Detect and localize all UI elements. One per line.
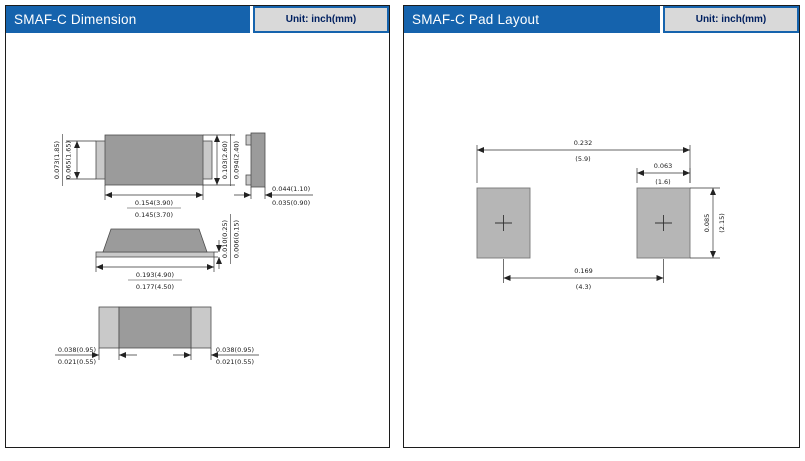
dim-label-overall-width-inch: 0.232 <box>574 139 593 147</box>
dim-label-standoff-min: 0.006(0.15) <box>233 220 241 258</box>
pad-layout-panel-header: SMAF-C Pad Layout Unit: inch(mm) <box>404 6 799 33</box>
dim-label-terminal-left-min: 0.021(0.55) <box>58 358 96 366</box>
right-pad <box>636 187 691 259</box>
dim-pad-width: 0.063 (1.6) <box>636 162 691 186</box>
dimension-panel-header: SMAF-C Dimension Unit: inch(mm) <box>6 6 389 33</box>
dim-terminal-right: 0.038(0.95) 0.021(0.55) <box>173 346 259 366</box>
dim-overall-width: 0.232 (5.9) <box>476 139 691 183</box>
dim-label-pitch-mm: (4.3) <box>576 283 591 291</box>
dim-overall-width: 0.193(4.90) 0.177(4.50) <box>95 257 215 291</box>
dim-label-pad-width-mm: (1.6) <box>655 178 670 186</box>
dim-terminal-left: 0.038(0.95) 0.021(0.55) <box>55 346 137 366</box>
dim-label-body-width-max: 0.154(3.90) <box>135 199 173 207</box>
dim-standoff: 0.010(0.25) 0.006(0.15) <box>214 214 241 269</box>
pad-layout-drawing: 0.232 (5.9) 0.063 (1.6) 0 <box>476 139 726 291</box>
dim-label-thickness-min: 0.035(0.90) <box>272 199 310 207</box>
bottom-view <box>98 306 212 349</box>
pad-layout-panel-body: 0.232 (5.9) 0.063 (1.6) 0 <box>404 33 799 447</box>
dim-label-pad-width-inch: 0.063 <box>654 162 673 170</box>
top-view <box>95 134 213 186</box>
dim-label-terminal-height-min: 0.065(1.65) <box>65 141 73 179</box>
dim-label-pad-height-mm: (2.15) <box>718 213 726 233</box>
pad-layout-panel: SMAF-C Pad Layout Unit: inch(mm) <box>403 5 800 448</box>
dim-label-body-height-max: 0.103(2.60) <box>221 141 229 179</box>
dim-body-height: 0.103(2.60) 0.094(2.40) <box>203 134 241 186</box>
side-view <box>245 132 266 188</box>
dim-label-terminal-left-max: 0.038(0.95) <box>58 346 96 354</box>
dim-label-overall-width-min: 0.177(4.50) <box>136 283 174 291</box>
dim-label-overall-width-mm: (5.9) <box>575 155 590 163</box>
dim-label-body-height-min: 0.094(2.40) <box>233 141 241 179</box>
dimension-panel: SMAF-C Dimension Unit: inch(mm) <box>5 5 390 448</box>
dim-body-width: 0.154(3.90) 0.145(3.70) <box>104 185 204 219</box>
left-pad <box>476 187 531 259</box>
dim-pad-height: 0.085 (2.15) <box>690 187 726 259</box>
dimension-unit-label: Unit: inch(mm) <box>253 6 389 33</box>
dim-label-terminal-right-max: 0.038(0.95) <box>216 346 254 354</box>
dim-label-terminal-right-min: 0.021(0.55) <box>216 358 254 366</box>
dimension-drawing: 0.073(1.85) 0.065(1.65) 0.103(2.60) 0.09… <box>53 132 313 366</box>
dim-label-terminal-height-max: 0.073(1.85) <box>53 141 61 179</box>
dim-label-pad-height-inch: 0.085 <box>703 214 711 233</box>
dim-label-pitch-inch: 0.169 <box>574 267 593 275</box>
dim-thickness: 0.044(1.10) 0.035(0.90) <box>234 185 313 207</box>
pad-layout-unit-label: Unit: inch(mm) <box>663 6 799 33</box>
dim-pad-pitch: 0.169 (4.3) <box>503 259 664 291</box>
dim-label-overall-width-max: 0.193(4.90) <box>136 271 174 279</box>
dim-label-standoff-max: 0.010(0.25) <box>221 220 229 258</box>
pad-layout-panel-title: SMAF-C Pad Layout <box>404 6 660 33</box>
dim-terminal-height: 0.073(1.85) 0.065(1.65) <box>53 134 96 186</box>
dim-label-body-width-min: 0.145(3.70) <box>135 211 173 219</box>
profile-view <box>95 228 215 258</box>
dimension-panel-body: 0.073(1.85) 0.065(1.65) 0.103(2.60) 0.09… <box>6 33 389 447</box>
dim-label-thickness-max: 0.044(1.10) <box>272 185 310 193</box>
dimension-panel-title: SMAF-C Dimension <box>6 6 250 33</box>
